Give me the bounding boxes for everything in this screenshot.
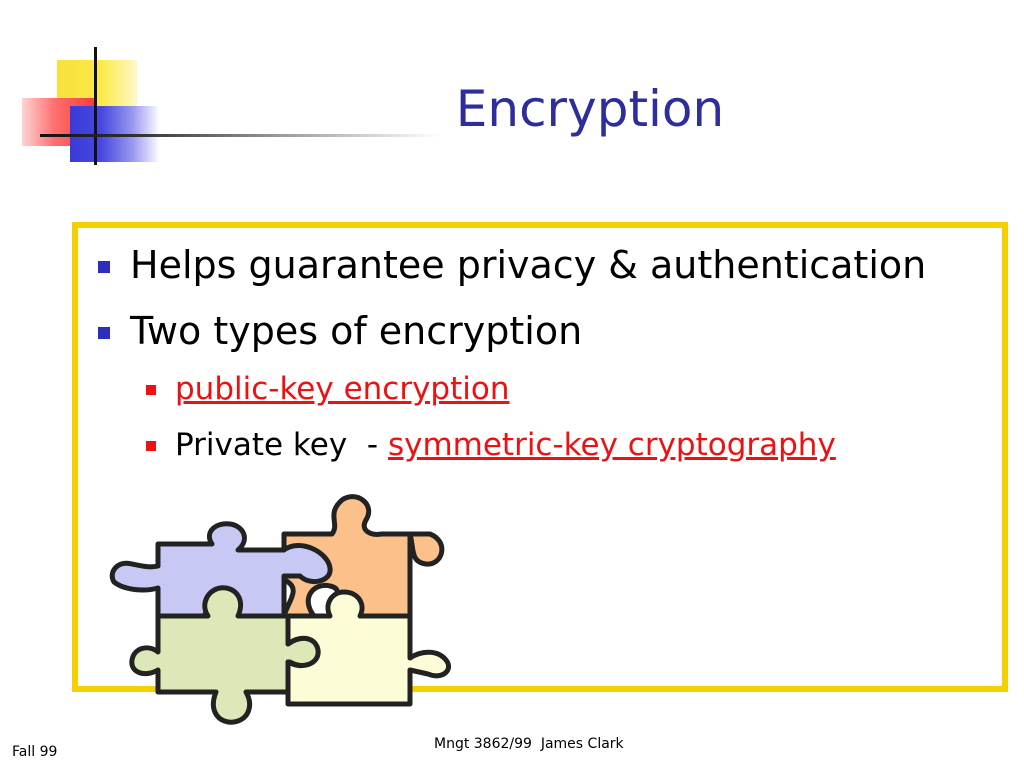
symmetric-key-cryptography-link[interactable]: symmetric-key cryptography — [387, 427, 836, 463]
sub-bullet-square-icon — [146, 385, 156, 395]
bullet-square-icon — [98, 261, 110, 273]
sub-bullet-square-icon — [146, 441, 156, 451]
puzzle-piece-cream — [285, 589, 452, 707]
bullet-square-icon — [98, 327, 110, 339]
slide-title: Encryption — [455, 80, 725, 138]
private-key-label: Private key - — [175, 427, 388, 463]
logo-vertical-line — [94, 47, 97, 165]
footer-term: Fall 99 — [12, 744, 58, 760]
puzzle-piece-orange — [261, 494, 445, 619]
logo-horizontal-line — [40, 134, 440, 137]
sub-bullet-text: Private key - symmetric-key cryptography — [175, 426, 836, 464]
sub-bullet-text: public-key encryption — [175, 370, 510, 408]
bullet-text: Two types of encryption — [130, 309, 583, 353]
corner-squares-logo — [0, 0, 440, 175]
bullet-text: Helps guarantee privacy & authentication — [130, 243, 927, 287]
public-key-encryption-link[interactable]: public-key encryption — [175, 371, 510, 407]
puzzle-pieces-icon — [109, 494, 452, 725]
footer-course-author: Mngt 3862/99 James Clark — [434, 736, 624, 752]
